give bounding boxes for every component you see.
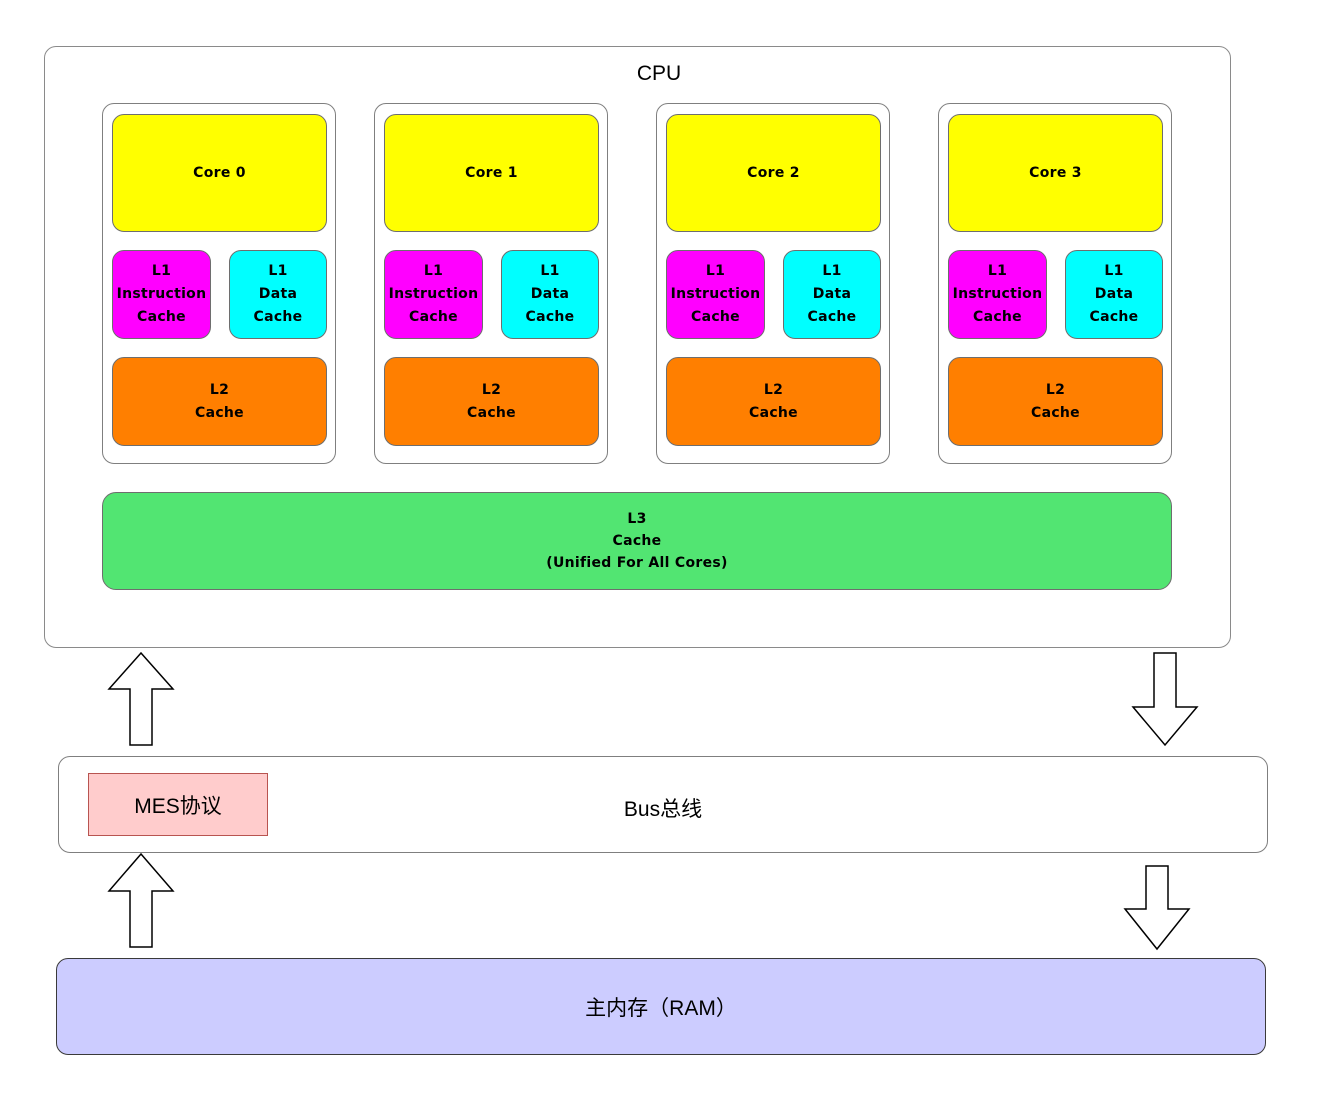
l2-line: Cache [467, 404, 516, 421]
l2-line: L2 [481, 381, 502, 398]
l1i-line: L1 [151, 263, 172, 279]
main-memory: 主内存（RAM） [56, 958, 1266, 1055]
ram-label: 主内存（RAM） [585, 996, 737, 1020]
l2-line: L2 [763, 381, 784, 398]
l3-line: Cache [612, 533, 662, 549]
l1i-line: Cache [137, 309, 186, 325]
arrow-up-icon [107, 852, 175, 948]
l1-data-cache: L1 Data Cache [229, 250, 327, 339]
l1-data-cache: L1 Data Cache [1065, 250, 1163, 339]
l2-line: Cache [749, 404, 798, 421]
l2-line: L2 [1045, 381, 1066, 398]
l2-cache: L2 Cache [948, 357, 1163, 446]
arrow-down-icon [1123, 865, 1191, 951]
l3-line: (Unified For All Cores) [546, 555, 728, 571]
l1d-line: L1 [822, 263, 842, 279]
l1d-line: L1 [540, 263, 560, 279]
l2-cache: L2 Cache [112, 357, 327, 446]
l1d-line: L1 [1104, 263, 1124, 279]
core-group-0: Core 0 L1 Instruction Cache L1 Data Cach… [102, 103, 336, 464]
l3-line: L3 [627, 511, 647, 527]
l1i-line: L1 [705, 263, 726, 279]
l1i-line: Cache [973, 309, 1022, 325]
core-block: Core 2 [666, 114, 881, 232]
l1d-line: Data [812, 286, 852, 302]
protocol-label: MES协议 [134, 794, 222, 818]
l1d-line: Cache [1089, 309, 1139, 325]
l1d-line: Data [1094, 286, 1134, 302]
core-group-1: Core 1 L1 Instruction Cache L1 Data Cach… [374, 103, 608, 464]
core-label: Core 1 [465, 164, 518, 181]
l1i-line: Instruction [116, 286, 207, 302]
bus-label: Bus总线 [623, 798, 703, 821]
protocol-box: MES协议 [88, 773, 268, 836]
core-block: Core 3 [948, 114, 1163, 232]
l1i-line: L1 [423, 263, 444, 279]
l1i-line: Cache [691, 309, 740, 325]
l1d-line: Cache [525, 309, 575, 325]
core-label: Core 3 [1029, 164, 1082, 181]
core-label: Core 2 [747, 164, 800, 181]
l3-cache: L3 Cache (Unified For All Cores) [102, 492, 1172, 590]
core-block: Core 1 [384, 114, 599, 232]
l1-instruction-cache: L1 Instruction Cache [666, 250, 765, 339]
l1d-line: Data [530, 286, 570, 302]
core-label: Core 0 [193, 164, 246, 181]
l2-line: Cache [195, 404, 244, 421]
l1-data-cache: L1 Data Cache [501, 250, 599, 339]
core-block: Core 0 [112, 114, 327, 232]
cpu-title: CPU [636, 62, 682, 85]
core-group-2: Core 2 L1 Instruction Cache L1 Data Cach… [656, 103, 890, 464]
arrow-down-icon [1131, 652, 1199, 747]
l1i-line: L1 [987, 263, 1008, 279]
l1i-line: Instruction [388, 286, 479, 302]
l2-cache: L2 Cache [384, 357, 599, 446]
l1i-line: Instruction [670, 286, 761, 302]
l1d-line: Cache [253, 309, 303, 325]
l1d-line: Cache [807, 309, 857, 325]
l1d-line: Data [258, 286, 298, 302]
l1-instruction-cache: L1 Instruction Cache [948, 250, 1047, 339]
l1-instruction-cache: L1 Instruction Cache [384, 250, 483, 339]
l1-data-cache: L1 Data Cache [783, 250, 881, 339]
l2-line: L2 [209, 381, 230, 398]
l1i-line: Cache [409, 309, 458, 325]
l1d-line: L1 [268, 263, 288, 279]
core-group-3: Core 3 L1 Instruction Cache L1 Data Cach… [938, 103, 1172, 464]
l1-instruction-cache: L1 Instruction Cache [112, 250, 211, 339]
arrow-up-icon [107, 651, 175, 746]
l1i-line: Instruction [952, 286, 1043, 302]
l2-line: Cache [1031, 404, 1080, 421]
l2-cache: L2 Cache [666, 357, 881, 446]
